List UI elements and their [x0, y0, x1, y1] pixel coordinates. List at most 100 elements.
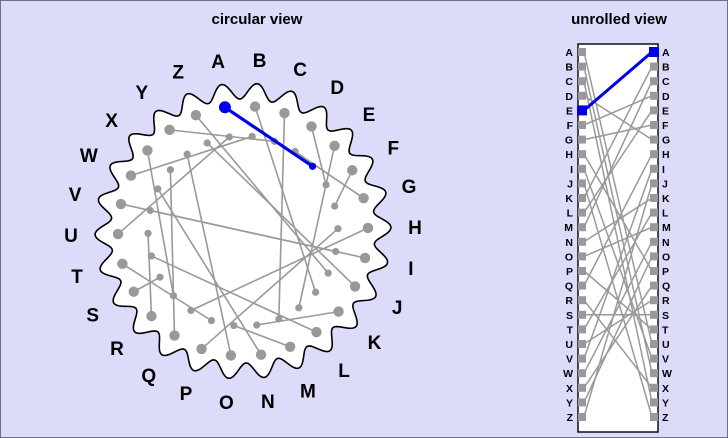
unrolled-wire-n — [583, 241, 653, 374]
circular-wire-t — [121, 263, 212, 322]
circular-wire-d — [310, 126, 327, 186]
circular-view-title: circular view — [211, 11, 303, 28]
right-contact-c — [650, 77, 658, 86]
inner-contact-b — [248, 132, 256, 141]
circular-wire-h — [190, 227, 369, 312]
right-contact-l — [650, 208, 658, 217]
outer-contact-s — [128, 286, 139, 297]
inner-contact-w — [154, 185, 162, 193]
circular-wires — [117, 106, 369, 356]
outer-contact-b — [249, 101, 261, 112]
right-contact-q — [650, 281, 658, 290]
unrolled-right-label-h: H — [662, 149, 670, 161]
unrolled-right-label-a: A — [662, 47, 670, 59]
unrolled-wire-o — [583, 256, 653, 403]
unrolled-right-label-w: W — [662, 368, 672, 380]
unrolled-left-label-v: V — [566, 354, 573, 366]
unrolled-right-label-g: G — [662, 135, 670, 147]
unrolled-right-label-x: X — [662, 383, 669, 395]
circular-label-a: A — [211, 52, 225, 73]
unrolled-left-label-o: O — [565, 251, 573, 263]
unrolled-wire-r — [583, 299, 653, 345]
unrolled-right-label-r: R — [662, 295, 670, 307]
right-contact-v — [650, 354, 658, 363]
left-contact-b — [578, 62, 586, 71]
right-contact-s — [650, 310, 658, 319]
unrolled-left-label-w: W — [563, 368, 573, 380]
left-contact-x — [578, 383, 586, 392]
unrolled-left-label-d: D — [565, 91, 573, 103]
inner-contact-l — [295, 304, 303, 312]
unrolled-right-label-f: F — [662, 120, 669, 132]
outer-contact-u — [112, 228, 124, 240]
unrolled-left-label-t: T — [567, 324, 574, 336]
unrolled-highlight-end — [577, 105, 587, 116]
highlight-end-dot — [308, 162, 317, 170]
right-contact-n — [650, 237, 658, 246]
inner-contact-k — [312, 288, 320, 296]
circular-label-c: C — [293, 60, 307, 81]
unrolled-left-label-j: J — [567, 178, 573, 190]
unrolled-wire-c — [583, 80, 653, 228]
inner-contact-s — [156, 273, 164, 281]
right-contact-k — [650, 194, 658, 202]
left-contact-u — [578, 340, 586, 348]
outer-contact-i — [359, 252, 371, 264]
circular-wire-b — [254, 106, 317, 293]
unrolled-right-label-i: I — [662, 164, 665, 176]
inner-contact-x — [166, 166, 174, 174]
inner-contact-n — [253, 321, 261, 329]
circular-label-f: F — [388, 138, 400, 159]
unrolled-left-label-x: X — [566, 383, 573, 395]
left-contact-i — [578, 164, 586, 173]
unrolled-left-label-n: N — [565, 237, 573, 249]
circular-label-l: L — [338, 361, 350, 382]
left-contact-d — [578, 91, 586, 100]
unrolled-left-label-u: U — [565, 339, 573, 351]
left-contact-r — [578, 296, 586, 305]
circular-label-j: J — [392, 298, 403, 319]
unrolled-right-label-b: B — [662, 62, 670, 74]
unrolled-right-label-e: E — [662, 105, 669, 117]
unrolled-left-label-g: G — [565, 135, 573, 147]
right-contact-d — [650, 91, 658, 100]
unrolled-right-label-k: K — [662, 193, 670, 205]
unrolled-left-label-k: K — [565, 193, 573, 205]
outer-contact-o — [225, 350, 237, 361]
circular-label-o: O — [219, 393, 234, 414]
outer-contact-y — [164, 124, 175, 136]
unrolled-wire-x — [583, 299, 653, 389]
unrolled-right-label-c: C — [662, 76, 670, 88]
right-contact-x — [650, 383, 658, 392]
right-contact-z — [650, 413, 658, 421]
highlight-start-dot — [218, 101, 231, 114]
circular-wire-r — [147, 233, 153, 317]
circular-wire-g — [294, 150, 365, 199]
unrolled-left-label-s: S — [566, 310, 573, 322]
circular-highlight-wire — [224, 105, 314, 168]
outer-contact-v — [115, 198, 127, 210]
unrolled-left-label-e: E — [566, 105, 573, 117]
circular-label-k: K — [368, 333, 382, 354]
right-contact-o — [650, 252, 658, 261]
right-contact-j — [650, 179, 658, 188]
unrolled-wire-w — [583, 66, 653, 374]
circular-wire-e — [298, 145, 336, 309]
inner-contact-i — [332, 247, 340, 256]
inner-contact-f — [322, 181, 330, 189]
outer-contact-g — [358, 192, 369, 204]
circular-label-m: M — [300, 381, 316, 402]
left-contact-w — [578, 369, 586, 378]
inner-contact-v — [146, 206, 154, 215]
right-contact-e — [650, 106, 658, 115]
circular-highlight — [218, 101, 317, 170]
circular-wire-p — [200, 228, 339, 350]
outer-contact-p — [196, 343, 207, 355]
right-contact-m — [650, 223, 658, 232]
circular-label-h: H — [408, 218, 422, 239]
right-contact-i — [650, 164, 658, 173]
left-contact-o — [578, 252, 586, 261]
unrolled-left-label-f: F — [567, 120, 574, 132]
